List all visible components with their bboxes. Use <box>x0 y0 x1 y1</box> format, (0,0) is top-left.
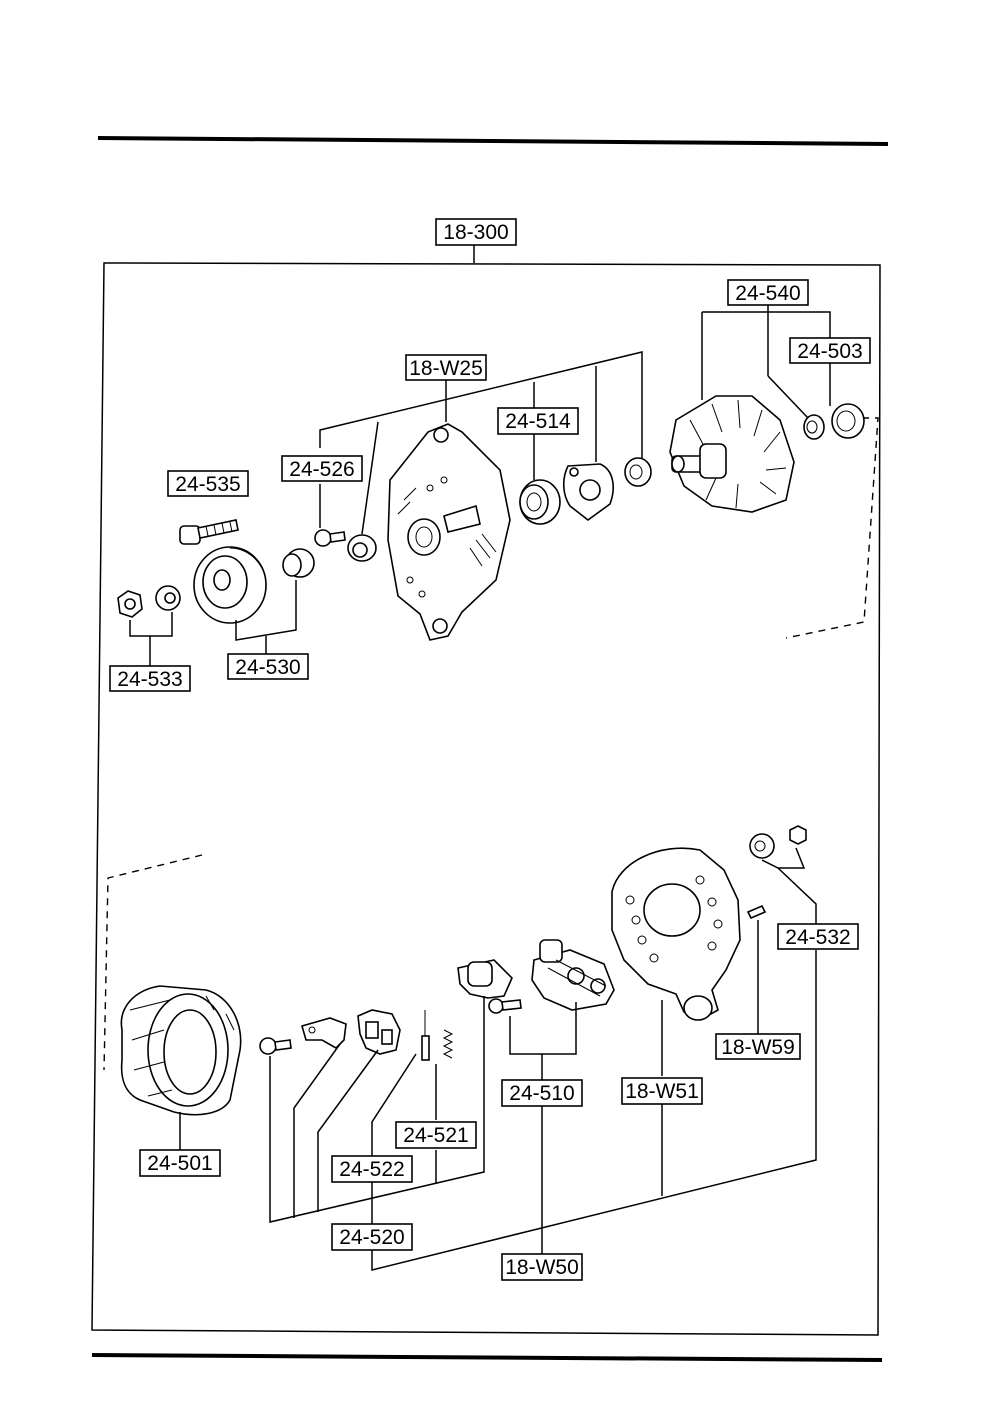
callout-24-520: 24-520 <box>331 1223 413 1251</box>
callout-text-24-522: 24-522 <box>339 1158 404 1181</box>
callout-24-521: 24-521 <box>395 1121 477 1149</box>
callout-text-24-501: 24-501 <box>147 1152 212 1175</box>
spring-washer-part <box>155 585 181 611</box>
pulley-part <box>193 546 267 624</box>
callout-24-510: 24-510 <box>501 1079 583 1107</box>
callout-24-501: 24-501 <box>139 1149 221 1177</box>
rotor-rear-bearing-part <box>831 403 865 439</box>
callout-text-24-520: 24-520 <box>339 1226 404 1249</box>
callout-text-24-540: 24-540 <box>735 282 800 305</box>
callout-24-522: 24-522 <box>331 1155 413 1183</box>
rear-housing-part <box>611 847 741 1021</box>
callout-text-24-510: 24-510 <box>509 1082 574 1105</box>
brush-plate-part <box>301 1017 347 1049</box>
pulley-spacer-part <box>282 548 315 578</box>
callout-text-24-533: 24-533 <box>117 668 182 691</box>
callout-24-540: 24-540 <box>727 279 809 306</box>
front-housing-part <box>387 423 511 641</box>
callout-24-533: 24-533 <box>109 665 191 692</box>
callout-24-532: 24-532 <box>777 923 859 950</box>
callout-text-18-W51: 18-W51 <box>625 1080 699 1103</box>
callout-18-300: 18-300 <box>435 218 517 246</box>
callout-24-514: 24-514 <box>497 407 579 435</box>
callout-24-530: 24-530 <box>227 653 309 680</box>
leader-lines <box>129 304 831 1271</box>
callout-24-535: 24-535 <box>167 470 249 497</box>
callout-text-18-300: 18-300 <box>443 221 508 244</box>
callout-18-W25: 18-W25 <box>405 354 487 381</box>
top-rule <box>97 136 889 146</box>
rotor-collar-part <box>624 457 652 487</box>
callout-18-W59: 18-W59 <box>715 1033 801 1060</box>
brush-holder-screw-part <box>259 1037 292 1055</box>
callout-text-24-530: 24-530 <box>235 656 300 679</box>
assembly-frame <box>91 262 881 1336</box>
callout-24-503: 24-503 <box>789 337 871 364</box>
callout-text-24-514: 24-514 <box>505 410 571 433</box>
callout-text-18-W50: 18-W50 <box>505 1256 579 1279</box>
rear-housing-pin-part <box>746 904 767 920</box>
front-oil-seal-part <box>347 534 377 562</box>
callout-text-24-503: 24-503 <box>797 340 862 363</box>
brush-spring-part <box>442 1029 454 1059</box>
rectifier-screw-part <box>488 998 522 1014</box>
stator-part <box>120 985 242 1116</box>
bottom-rule <box>91 1353 883 1362</box>
dashed-link-lower <box>103 854 203 1071</box>
regulator-part <box>457 959 513 999</box>
front-screw-part <box>314 529 346 547</box>
dashed-link-upper <box>785 417 879 639</box>
lock-nut-part <box>117 590 143 618</box>
callout-text-24-521: 24-521 <box>403 1124 468 1147</box>
rotor-rear-bearing-small-part <box>803 414 825 440</box>
bearing-retainer-part <box>562 463 614 522</box>
callout-18-W51: 18-W51 <box>621 1077 703 1105</box>
callout-text-24-532: 24-532 <box>785 926 850 949</box>
pulley-bolt-part <box>179 519 239 545</box>
callout-text-24-526: 24-526 <box>289 458 354 481</box>
callout-18-W50: 18-W50 <box>501 1253 583 1281</box>
callout-text-18-W25: 18-W25 <box>409 357 483 380</box>
callout-text-18-W59: 18-W59 <box>721 1036 795 1059</box>
brush-part <box>421 1010 430 1061</box>
rotor-part <box>669 395 795 513</box>
front-bearing-part <box>519 479 561 525</box>
terminal-nut-part <box>789 825 807 845</box>
callout-24-526: 24-526 <box>281 455 363 482</box>
terminal-insulator-part <box>749 833 775 859</box>
callout-text-24-535: 24-535 <box>175 473 240 496</box>
brush-holder-part <box>357 1009 401 1055</box>
rectifier-part <box>531 939 615 1011</box>
